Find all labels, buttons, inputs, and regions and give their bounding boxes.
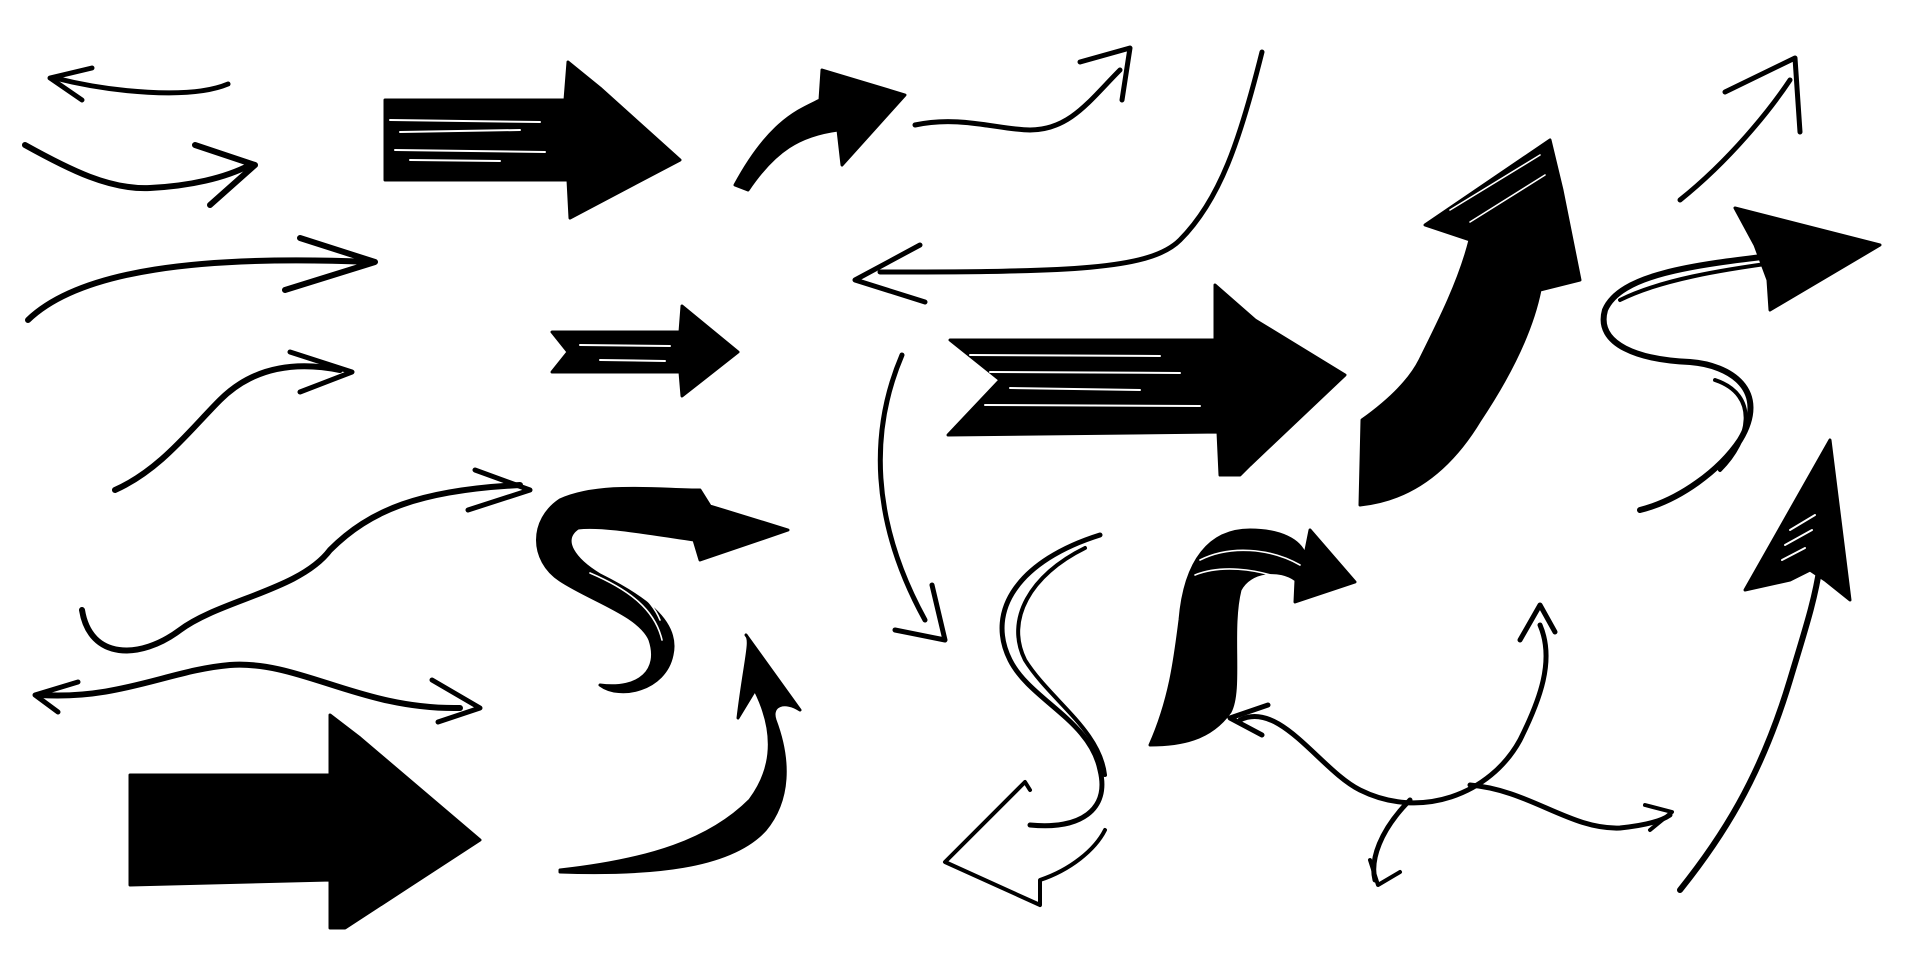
curved-up-arrow-icon	[558, 633, 802, 875]
diagonal-up-arrow-icon	[1677, 55, 1803, 203]
double-arrow-curve-icon	[47, 65, 231, 103]
bend-down-arrow-icon	[877, 352, 948, 643]
block-arrow-right-icon	[128, 713, 482, 930]
hook-over-arrow-icon	[1148, 528, 1357, 747]
brush-arrow-right-icon	[383, 60, 682, 220]
hook-arrow-icon	[733, 68, 907, 192]
wavy-double-arrow-icon	[32, 661, 483, 725]
large-brush-arrow-right-icon	[946, 283, 1347, 477]
arc-arrow-right-icon	[25, 235, 378, 323]
s-curve-brush-arrow-icon	[536, 486, 790, 694]
squiggle-arrow-icon	[912, 45, 1133, 133]
curved-arrow-right-icon	[22, 142, 258, 208]
small-brush-arrow-icon	[550, 304, 740, 398]
long-curve-left-arrow-icon	[852, 49, 1265, 305]
branch-arrow-icon	[1227, 602, 1674, 887]
rising-arrow-icon	[112, 349, 355, 493]
s-loop-arrow-icon	[1600, 206, 1882, 513]
s-curve-down-arrow-icon	[943, 532, 1107, 907]
sweep-up-arrow-icon	[1677, 438, 1852, 893]
large-up-arrow-icon	[1358, 138, 1582, 507]
wavy-arrow-icon	[79, 467, 533, 654]
